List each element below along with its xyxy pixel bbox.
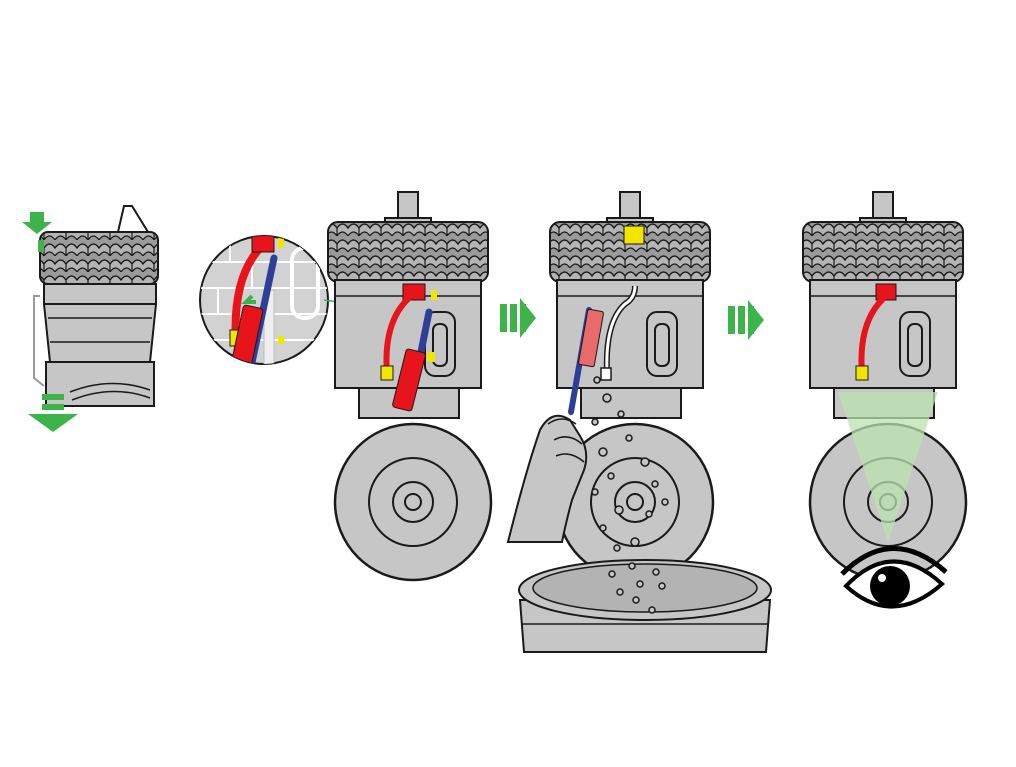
- step-1-cyclone-bin: [22, 205, 159, 432]
- step-3-machine: [326, 190, 493, 582]
- release-lever: [383, 295, 412, 375]
- release-button: [623, 225, 645, 245]
- eye-icon: [840, 546, 948, 609]
- right-chevron-arrow-icon: [728, 300, 764, 340]
- step-4-machine: [548, 190, 715, 582]
- bin-body: [42, 303, 158, 363]
- right-chevron-arrow-icon: [500, 298, 536, 338]
- bin-handle: [117, 205, 149, 233]
- hand-icon: [506, 414, 588, 543]
- brush-icon: [578, 308, 604, 368]
- release-lever: [858, 295, 887, 375]
- inspection-beam: [838, 392, 938, 542]
- release-tab: [38, 240, 44, 252]
- debris-particles: [591, 376, 669, 552]
- step-5-machine: [801, 190, 968, 582]
- down-arrow-icon: [22, 212, 52, 234]
- step-2-zoom-inset: [199, 235, 411, 365]
- down-arrow-icon: [28, 414, 78, 432]
- waste-bin: [518, 559, 772, 653]
- tool-handle: [392, 348, 426, 412]
- cyclone-shroud: [39, 231, 159, 285]
